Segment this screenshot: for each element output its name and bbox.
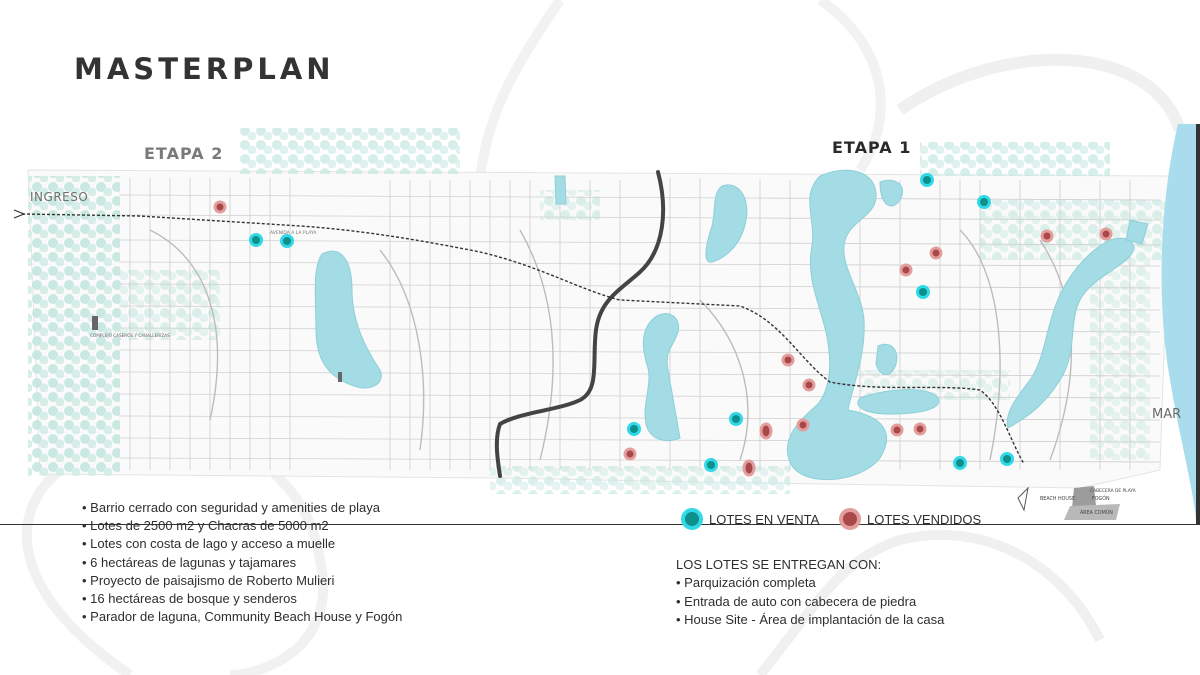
lot-for-sale-marker — [920, 173, 934, 187]
lot-sold-marker — [913, 422, 927, 436]
feature-item: Proyecto de paisajismo de Roberto Mulier… — [82, 572, 402, 590]
lot-sold-marker — [1040, 229, 1054, 243]
lot-for-sale-marker — [704, 458, 718, 472]
delivery-list: Parquización completa Entrada de auto co… — [676, 574, 944, 629]
feature-item: 6 hectáreas de lagunas y tajamares — [82, 554, 402, 572]
fogon-label: FOGÓN — [1092, 495, 1110, 502]
entrance-label: INGRESO — [30, 190, 89, 204]
sea-label: MAR — [1152, 407, 1182, 422]
stage-1-label: ETAPA 1 — [832, 138, 912, 157]
feature-item: 16 hectáreas de bosque y senderos — [82, 590, 402, 608]
sold-dot-icon — [839, 508, 861, 530]
delivery-item: House Site - Área de implantación de la … — [676, 611, 944, 629]
beach-house-label: BEACH HOUSE — [1040, 496, 1075, 502]
area-comun-building — [1064, 504, 1120, 520]
lot-grid — [119, 178, 1161, 470]
lot-sold-marker — [796, 418, 810, 432]
lakes — [314, 169, 1149, 481]
cabecera-label: CABECERA DE PLAYA — [1090, 488, 1136, 494]
building-complejo — [92, 316, 98, 330]
lot-sold-marker — [623, 447, 637, 461]
feature-item: Lotes con costa de lago y acceso a muell… — [82, 535, 402, 553]
lot-sold-marker — [742, 459, 756, 477]
lot-sold-marker — [781, 353, 795, 367]
lot-for-sale-marker — [1000, 452, 1014, 466]
forest-areas — [28, 128, 1170, 494]
beach-house-building — [1072, 486, 1096, 508]
lots-sold — [213, 200, 1113, 477]
complex-label: COMPLEJO CASEROS Y CABALLERIZAS — [90, 333, 170, 338]
legend-sold-label: LOTES VENDIDOS — [867, 511, 982, 527]
lot-sold-marker — [759, 422, 773, 440]
building-dock — [338, 372, 342, 382]
legend-for-sale-label: LOTES EN VENTA — [709, 511, 820, 527]
feature-item: Barrio cerrado con seguridad y amenities… — [82, 499, 402, 517]
lot-sold-marker — [929, 246, 943, 260]
avenue-path — [21, 213, 1025, 465]
lot-sold-marker — [1099, 227, 1113, 241]
legend-sold: LOTES VENDIDOS — [839, 508, 981, 530]
masterplan-map: AVENIDA A LA PLAYA COMPLEJO CASEROS Y CA… — [13, 124, 1200, 524]
lot-sold-marker — [899, 263, 913, 277]
lot-for-sale-marker — [916, 285, 930, 299]
lot-sold-marker — [890, 423, 904, 437]
avenue-label: AVENIDA A LA PLAYA — [270, 230, 317, 236]
map-baseline — [0, 524, 1200, 525]
ocean — [1161, 124, 1200, 524]
lot-for-sale-marker — [627, 422, 641, 436]
main-road — [494, 170, 666, 478]
legend-for-sale: LOTES EN VENTA — [681, 508, 819, 530]
features-list: Barrio cerrado con seguridad y amenities… — [82, 499, 402, 626]
stage-2-label: ETAPA 2 — [144, 144, 224, 163]
delivery-item: Parquización completa — [676, 574, 944, 592]
lot-for-sale-marker — [249, 233, 263, 247]
for-sale-dot-icon — [681, 508, 703, 530]
lot-for-sale-marker — [977, 195, 991, 209]
map-edge-line — [1196, 124, 1200, 524]
feature-item: Lotes de 2500 m2 y Chacras de 5000 m2 — [82, 517, 402, 535]
lot-for-sale-marker — [729, 412, 743, 426]
delivery-item: Entrada de auto con cabecera de piedra — [676, 593, 944, 611]
lot-sold-marker — [802, 378, 816, 392]
area-comun-label: ÁREA COMÚN — [1080, 509, 1113, 516]
delivery-section: LOS LOTES SE ENTREGAN CON: Parquización … — [676, 556, 944, 630]
page-title: MASTERPLAN — [74, 52, 335, 86]
delivery-heading: LOS LOTES SE ENTREGAN CON: — [676, 557, 882, 572]
lots-for-sale — [249, 173, 1014, 472]
lot-sold-marker — [213, 200, 227, 214]
feature-item: Parador de laguna, Community Beach House… — [82, 608, 402, 626]
lot-for-sale-marker — [953, 456, 967, 470]
lot-for-sale-marker — [280, 234, 294, 248]
